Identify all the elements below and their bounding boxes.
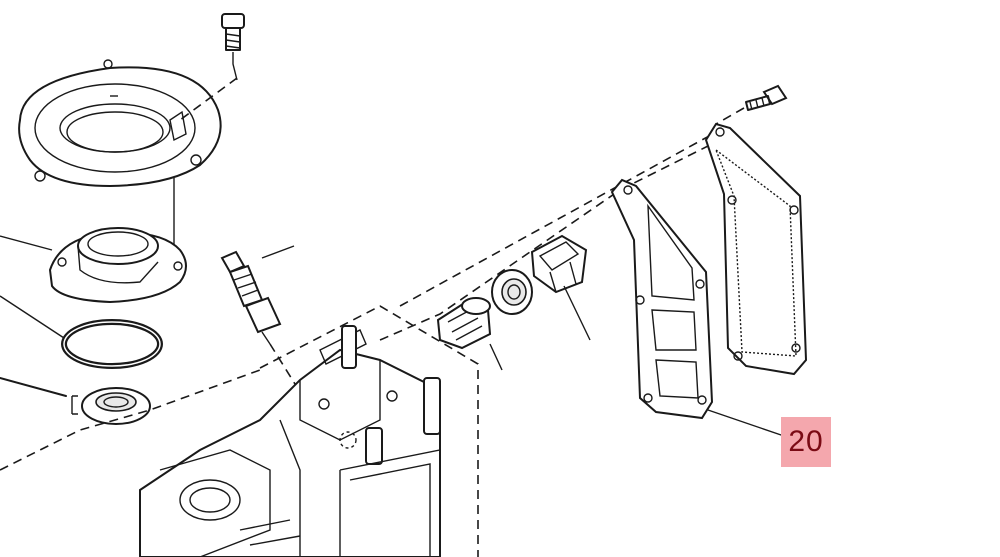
callout-label: 20 xyxy=(788,425,824,458)
thermostat-cover[interactable] xyxy=(436,297,492,350)
thermostat-leader-line xyxy=(489,343,503,371)
outer-cover-plate[interactable] xyxy=(704,122,808,376)
bearing-housing[interactable] xyxy=(48,227,187,304)
gasket[interactable] xyxy=(610,178,714,420)
oil-seal[interactable] xyxy=(81,387,151,425)
assembly-centerline-upper xyxy=(399,129,721,307)
plug-leader-line xyxy=(261,245,295,259)
assembly-centerline xyxy=(379,139,721,341)
engine-block[interactable] xyxy=(139,305,479,557)
gasket-leader-line xyxy=(707,409,785,437)
seal-leader-line xyxy=(0,377,67,397)
top-bolt[interactable] xyxy=(221,13,245,81)
round-cover-plate[interactable] xyxy=(18,59,222,188)
thermostat-part-leader-line xyxy=(563,285,591,341)
cover-bolt-leader-line xyxy=(715,107,745,125)
cover-bolt[interactable] xyxy=(745,84,788,111)
o-ring[interactable] xyxy=(61,319,163,369)
thermostat-ring[interactable] xyxy=(491,269,533,315)
seal-bracket xyxy=(71,395,78,415)
spark-plug[interactable] xyxy=(220,250,282,345)
callout-20[interactable]: 20 xyxy=(781,417,831,467)
bolt-leader-line xyxy=(179,77,238,121)
shaft-centerline xyxy=(0,369,261,471)
housing-leader-line xyxy=(0,235,53,251)
thermostat[interactable] xyxy=(530,234,588,294)
o-ring-leader-line xyxy=(0,295,65,339)
